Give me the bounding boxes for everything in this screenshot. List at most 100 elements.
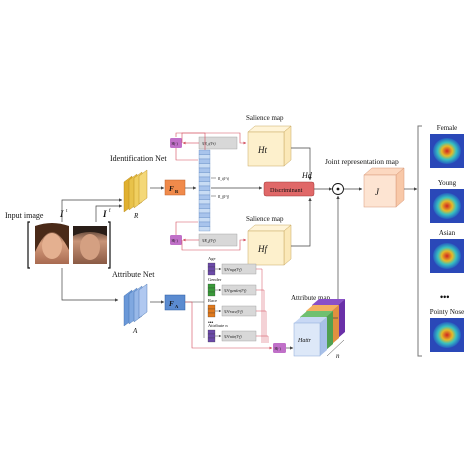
attribute-vector-cell — [207, 266, 216, 272]
joint-representation-label: Joint representation map — [325, 157, 399, 166]
attribute-vector-cell — [207, 283, 216, 289]
feature-vector-cell — [198, 158, 211, 164]
A-symbol: A — [132, 327, 138, 335]
feature-vector-cell — [198, 185, 211, 191]
FA-box — [164, 294, 186, 311]
feature-vector-cell — [198, 226, 211, 232]
red-line-FA-to-H — [185, 301, 273, 350]
attribute-vector-cell — [207, 287, 216, 293]
feature-vector-cell — [198, 172, 211, 178]
attribute-ellipsis: ••• — [208, 321, 214, 326]
feature-vector-cell — [198, 167, 211, 173]
arrow-input-to-identification — [61, 198, 123, 222]
input-bracket-left — [27, 221, 30, 269]
feature-vector-cell — [198, 154, 211, 160]
discriminant-label: Discriminant — [270, 187, 303, 194]
attribute-vector-cell — [207, 329, 216, 335]
H-box-attr — [273, 343, 286, 353]
arrow-input-f-to-identification — [95, 204, 123, 222]
attribute-vector-cell — [207, 312, 216, 318]
salience-map-bottom-label: Salience map — [246, 215, 284, 223]
feature-vector-cell — [198, 199, 211, 205]
attribute-name: Gender — [208, 277, 222, 282]
attribute-name: Race — [208, 298, 217, 303]
output-label: Asian — [439, 229, 456, 237]
input-face-target — [35, 223, 69, 264]
H-box-bottom-text: H(·) — [172, 239, 179, 243]
input-bracket-right — [108, 221, 111, 269]
output-label: Female — [437, 124, 458, 132]
Hd-symbol: Hd — [301, 171, 313, 180]
feature-vector-cell — [198, 163, 211, 169]
attribute-vector-cell — [207, 291, 216, 297]
output-heatmap — [433, 138, 461, 164]
output-label: Pointy Nose — [430, 308, 464, 316]
input-face-fake — [73, 226, 107, 264]
input-f-sup: f — [109, 209, 111, 214]
feature-vector-cell — [198, 194, 211, 200]
input-f-symbol: I — [102, 209, 107, 219]
red-line-to-Hf — [181, 238, 247, 251]
attribute-gradient-text: ∇A^age(I^f) — [224, 268, 242, 272]
input-image-label: Input image — [5, 211, 44, 220]
FA-sub: A — [175, 304, 179, 309]
output-label: Young — [438, 179, 457, 187]
input-t-symbol: I — [59, 209, 64, 219]
attribute-vector-cell — [207, 337, 216, 343]
output-heatmap — [433, 243, 461, 269]
Hattr-symbol: Hattr — [297, 338, 312, 344]
attribute-net-layers — [123, 283, 148, 327]
H-box-bottom — [170, 235, 182, 245]
red-line-bottom-b — [175, 221, 198, 235]
attribute-vector-cell — [207, 304, 216, 310]
FR-box — [164, 179, 186, 196]
feature-vector-cell — [198, 217, 211, 223]
attribute-red-line — [256, 289, 265, 343]
J-symbol: J — [375, 187, 380, 197]
attribute-name: Age — [208, 256, 216, 261]
feature-vector-cell — [198, 190, 211, 196]
odot-dot — [336, 187, 340, 191]
attribute-vector-cell — [207, 333, 216, 339]
Ht-symbol: Ht — [257, 145, 267, 155]
Hf-box — [247, 224, 292, 266]
FR-symbol: F — [169, 185, 174, 193]
output-heatmap — [433, 322, 461, 348]
salience-map-top-label: Salience map — [246, 114, 284, 122]
attribute-gradient-text: ∇A^gender(I^f) — [224, 289, 247, 293]
feature-vector-cell — [198, 212, 211, 218]
R-f-text: R_f(I^f) — [217, 195, 230, 199]
attribute-name: Attribute n — [208, 323, 228, 328]
feature-vector-cell — [198, 221, 211, 227]
identification-net-layers — [123, 169, 148, 213]
Ht-box — [247, 125, 292, 167]
outputs-bracket — [417, 125, 422, 357]
output-heatmap — [433, 193, 461, 219]
feature-vector-cell — [198, 208, 211, 214]
H-box-attr-text: H(·) — [275, 347, 282, 351]
H-box-top-text: H(·) — [172, 142, 179, 146]
gradient-top-text: ∇R_t(I^t) — [202, 142, 216, 146]
attribute-map-label: Attribute map — [291, 294, 331, 302]
feature-vector-cell — [198, 203, 211, 209]
attribute-map-stack — [293, 299, 345, 357]
attribute-vector-cell — [207, 262, 216, 268]
J-box — [363, 167, 405, 208]
red-line-top-b — [175, 148, 198, 161]
attribute-red-line — [256, 335, 269, 343]
n-label: n — [336, 352, 340, 360]
attribute-vector-cell — [207, 270, 216, 276]
FA-symbol: F — [169, 300, 174, 308]
FR-sub: R — [175, 189, 179, 194]
attribute-red-line — [256, 310, 267, 343]
Hf-symbol: Hf — [257, 244, 268, 254]
feature-vector-identification — [198, 149, 211, 232]
attribute-gradient-text: ∇A^attr(I^f) — [224, 335, 242, 339]
H-box-top — [170, 138, 182, 148]
R-t-text: R_t(I^t) — [217, 177, 230, 181]
feature-vector-cell — [198, 149, 211, 155]
arrow-input-to-attribute — [61, 268, 119, 302]
R-symbol: R — [133, 212, 139, 220]
